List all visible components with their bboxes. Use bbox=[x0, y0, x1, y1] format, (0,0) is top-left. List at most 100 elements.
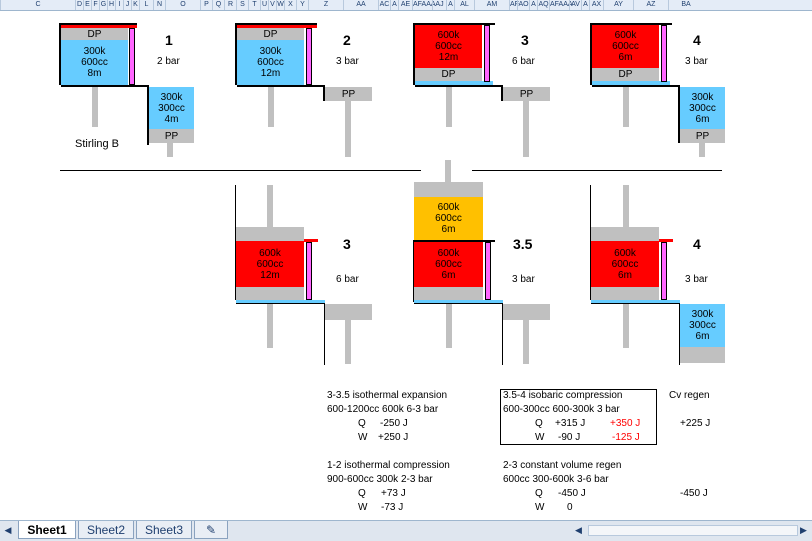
column-header[interactable]: U bbox=[260, 0, 268, 10]
displacer-rod bbox=[446, 87, 452, 127]
pp-cylinder-wall bbox=[501, 85, 503, 101]
volume-label: 300cc bbox=[689, 102, 716, 114]
column-header[interactable]: S bbox=[236, 0, 248, 10]
temp-label: 600k bbox=[614, 247, 636, 259]
column-header[interactable]: R bbox=[224, 0, 236, 10]
column-header[interactable]: AQ bbox=[537, 0, 549, 10]
power-piston: PP bbox=[680, 129, 725, 143]
column-header[interactable]: BA bbox=[668, 0, 703, 10]
column-header[interactable]: AL bbox=[454, 0, 474, 10]
hot-space: 600k 600cc 12m bbox=[415, 25, 482, 68]
stage-number: 4 bbox=[693, 32, 701, 48]
power-piston bbox=[503, 304, 550, 320]
volume-label: 600cc bbox=[435, 259, 462, 270]
cylinder-wall-left bbox=[590, 23, 592, 85]
volume-label: 300cc bbox=[689, 320, 716, 331]
column-header[interactable]: AF bbox=[509, 0, 519, 10]
pressure-label: 3 bar bbox=[512, 274, 535, 285]
volume-label: 600cc bbox=[611, 258, 639, 270]
column-header[interactable]: V bbox=[268, 0, 276, 10]
displacer: DP bbox=[61, 28, 128, 40]
scroll-right-icon[interactable]: ▶ bbox=[800, 525, 807, 535]
column-header[interactable]: AE bbox=[398, 0, 412, 10]
iso-expansion-params: 600-1200cc 600k 6-3 bar bbox=[327, 404, 439, 415]
column-header[interactable]: W bbox=[276, 0, 284, 10]
w-value-corrected: -125 J bbox=[612, 432, 640, 443]
cv-regen-title: Cv regen bbox=[669, 390, 710, 401]
sheet-tab-1[interactable]: Sheet1 bbox=[18, 521, 76, 539]
temp-label: 600k bbox=[614, 30, 637, 41]
column-header[interactable]: N bbox=[153, 0, 165, 10]
stage-number: 1 bbox=[165, 32, 173, 48]
column-header[interactable]: A bbox=[390, 0, 398, 10]
w-value: -90 J bbox=[558, 432, 581, 443]
column-header[interactable]: Q bbox=[212, 0, 224, 10]
regenerator bbox=[306, 242, 312, 300]
column-header[interactable]: H bbox=[107, 0, 115, 10]
column-header[interactable]: AJ bbox=[432, 0, 446, 10]
cylinder-wall-top bbox=[413, 23, 495, 25]
q-value: +73 J bbox=[381, 488, 406, 499]
q-label: Q bbox=[535, 488, 543, 499]
column-header[interactable]: AM bbox=[474, 0, 509, 10]
column-header[interactable]: AO bbox=[517, 0, 529, 10]
column-header[interactable]: K bbox=[131, 0, 139, 10]
scroll-left-icon[interactable]: ◀ bbox=[575, 525, 582, 535]
column-header[interactable]: I bbox=[115, 0, 123, 10]
column-header[interactable]: A bbox=[446, 0, 454, 10]
pressure-label: 3 bar bbox=[685, 56, 708, 67]
column-header[interactable]: G bbox=[99, 0, 107, 10]
column-header[interactable]: A bbox=[529, 0, 537, 10]
regenerator bbox=[129, 28, 135, 85]
column-header[interactable]: AC bbox=[378, 0, 390, 10]
q-label: Q bbox=[535, 418, 543, 429]
sheet-tab-3[interactable]: Sheet3 bbox=[136, 521, 192, 539]
column-header[interactable]: Y bbox=[296, 0, 308, 10]
w-label: W bbox=[535, 502, 545, 513]
column-header[interactable]: E bbox=[83, 0, 91, 10]
stage-number: 3 bbox=[521, 32, 529, 48]
displacer: DP bbox=[592, 68, 659, 81]
column-header[interactable]: L bbox=[139, 0, 153, 10]
column-header[interactable]: C bbox=[0, 0, 75, 10]
pp-label: PP bbox=[341, 88, 356, 100]
compression-space: 300k 300cc 6m bbox=[680, 304, 725, 347]
displacer-rod bbox=[623, 87, 629, 127]
cylinder-floor bbox=[415, 85, 503, 87]
pressure-label: 3 bar bbox=[336, 56, 359, 67]
column-header[interactable]: J bbox=[123, 0, 131, 10]
column-header[interactable]: X bbox=[284, 0, 296, 10]
column-header[interactable]: AA bbox=[343, 0, 378, 10]
displacer-label: DP bbox=[441, 69, 456, 80]
column-header[interactable]: O bbox=[165, 0, 200, 10]
insert-sheet-icon[interactable]: ✎ bbox=[194, 521, 228, 539]
column-header[interactable]: D bbox=[75, 0, 83, 10]
hot-strip bbox=[61, 25, 137, 28]
regenerator bbox=[484, 25, 490, 82]
sheet-tab-2[interactable]: Sheet2 bbox=[78, 521, 134, 539]
column-header[interactable]: AZ bbox=[633, 0, 668, 10]
column-header[interactable]: AFAAA bbox=[412, 0, 436, 10]
compression-space: 300k 300cc 6m bbox=[680, 87, 725, 129]
column-header[interactable]: AFAAA bbox=[549, 0, 573, 10]
column-header[interactable]: AV bbox=[569, 0, 581, 10]
column-header[interactable]: AX bbox=[589, 0, 603, 10]
horizontal-scrollbar[interactable] bbox=[588, 525, 798, 536]
stage-number: 3.5 bbox=[513, 236, 533, 252]
column-header[interactable]: F bbox=[91, 0, 99, 10]
displacer-rod bbox=[268, 87, 274, 127]
column-header[interactable]: T bbox=[248, 0, 260, 10]
w-value: 0 bbox=[567, 502, 573, 513]
stage-number: 4 bbox=[693, 236, 701, 252]
column-header[interactable]: Z bbox=[308, 0, 343, 10]
column-header[interactable]: A bbox=[581, 0, 589, 10]
column-header[interactable]: P bbox=[200, 0, 212, 10]
moles-label: 6m bbox=[441, 224, 456, 235]
temp-label: 600k bbox=[259, 247, 281, 259]
cylinder-wall-top bbox=[59, 23, 137, 25]
first-sheet-nav-icon[interactable]: ◀ bbox=[4, 525, 12, 535]
displacer-top bbox=[414, 182, 483, 197]
column-header[interactable]: AY bbox=[603, 0, 633, 10]
sheet-tab-bar: ◀ Sheet1 Sheet2 Sheet3 ✎ ◀ ▶ bbox=[0, 520, 812, 541]
